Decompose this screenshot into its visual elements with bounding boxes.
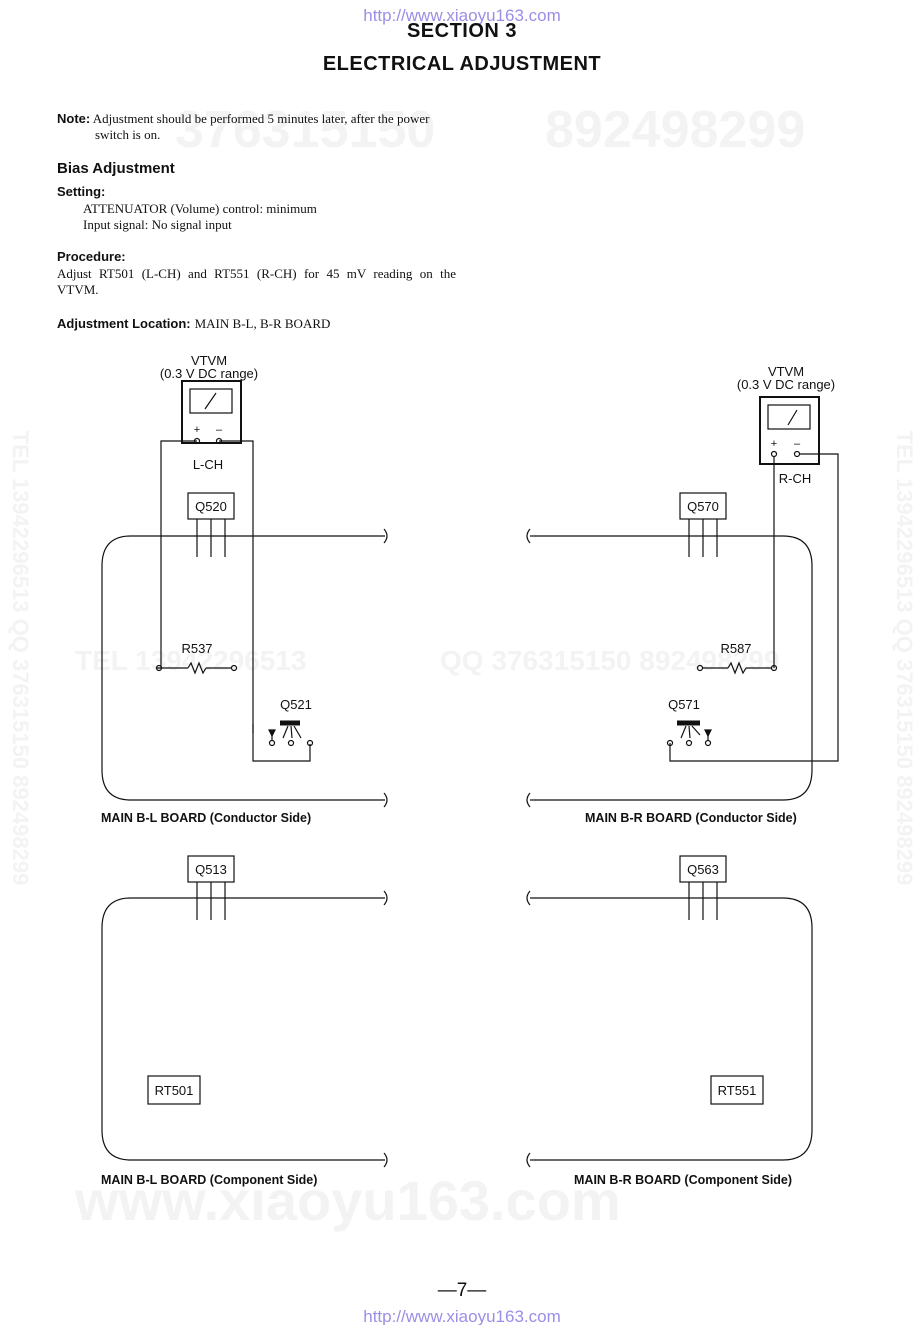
q570-transistor xyxy=(679,492,727,557)
page-number: —7— xyxy=(437,1280,487,1301)
board-bl-component-outline xyxy=(101,897,385,1161)
board-br-component-outline xyxy=(530,897,813,1161)
board-bl-component-caption: MAIN B-L BOARD (Component Side) xyxy=(101,1173,317,1187)
note-line-2: switch is on. xyxy=(95,127,161,142)
watermark-bottom: www.xiaoyu163.com xyxy=(75,1169,621,1232)
q571-label: Q571 xyxy=(668,697,700,712)
vtvm-right-minus: – xyxy=(794,438,801,450)
rt551-box xyxy=(710,1075,764,1105)
r537-label: R537 xyxy=(181,641,212,656)
note-line-1: Adjustment should be performed 5 minutes… xyxy=(92,111,430,126)
adjustment-location: Adjustment Location: MAIN B-L, B-R BOARD xyxy=(57,315,330,333)
q521-label: Q521 xyxy=(280,697,312,712)
rt501-label: RT501 xyxy=(155,1083,194,1098)
q563-label: Q563 xyxy=(687,862,719,877)
procedure-line-2: VTVM. xyxy=(57,282,99,297)
note-block: Note: Adjustment should be performed 5 m… xyxy=(57,111,457,143)
setting-label: Setting: xyxy=(57,184,106,199)
board-br-component-caption: MAIN B-R BOARD (Component Side) xyxy=(574,1173,792,1187)
vtvm-left-channel: L-CH xyxy=(193,457,223,472)
watermark-middle-right: QQ 376315150 892498299 xyxy=(440,645,780,676)
q513-label: Q513 xyxy=(195,862,227,877)
vtvm-right-range: (0.3 V DC range) xyxy=(737,377,835,392)
board-br-conductor-outline xyxy=(530,535,813,801)
r537-resistor xyxy=(155,661,238,675)
vtvm-left-range: (0.3 V DC range) xyxy=(160,366,258,381)
procedure-label: Procedure: xyxy=(57,249,126,264)
r587-resistor xyxy=(696,661,778,675)
board-br-conductor-caption: MAIN B-R BOARD (Conductor Side) xyxy=(585,811,797,825)
vtvm-left xyxy=(181,380,242,445)
setting-line-2: Input signal: No signal input xyxy=(83,217,232,232)
q570-label: Q570 xyxy=(687,499,719,514)
procedure-line-1: Adjust RT501 (L-CH) and RT551 (R-CH) for… xyxy=(57,266,456,281)
vtvm-left-name: VTVM xyxy=(191,353,227,368)
r587-label: R587 xyxy=(720,641,751,656)
q520-transistor xyxy=(187,492,235,557)
watermark-top-left: 376315150 xyxy=(175,101,436,159)
vtvm-right-channel: R-CH xyxy=(779,471,812,486)
page-title: ELECTRICAL ADJUSTMENT xyxy=(322,53,602,75)
vtvm-left-minus: – xyxy=(216,424,223,436)
rt501-box xyxy=(147,1075,201,1105)
q513-transistor xyxy=(187,855,235,920)
section-number: SECTION 3 xyxy=(406,20,518,42)
q571-transistor xyxy=(666,720,712,747)
watermark-middle-left: TEL 13942296513 xyxy=(75,645,307,676)
q520-label: Q520 xyxy=(195,499,227,514)
setting-line-1: ATTENUATOR (Volume) control: minimum xyxy=(83,201,317,216)
location-label: Adjustment Location: xyxy=(57,316,191,331)
bottom-url-link[interactable]: http://www.xiaoyu163.com xyxy=(363,1307,561,1325)
q521-transistor xyxy=(268,720,314,747)
vtvm-left-plus: + xyxy=(194,424,200,436)
vtvm-right-plus: + xyxy=(771,438,777,450)
top-url-link[interactable]: http://www.xiaoyu163.com xyxy=(363,6,561,25)
q563-transistor xyxy=(679,855,727,920)
bias-heading: Bias Adjustment xyxy=(57,160,175,177)
watermark-top-right: 892498299 xyxy=(545,101,806,159)
note-label: Note: xyxy=(57,111,91,126)
vtvm-right xyxy=(759,396,820,465)
board-bl-conductor-outline xyxy=(101,535,385,801)
vtvm-right-name: VTVM xyxy=(768,364,804,379)
location-value: MAIN B-L, B-R BOARD xyxy=(194,316,331,331)
rt551-label: RT551 xyxy=(718,1083,757,1098)
board-bl-conductor-caption: MAIN B-L BOARD (Conductor Side) xyxy=(101,811,311,825)
